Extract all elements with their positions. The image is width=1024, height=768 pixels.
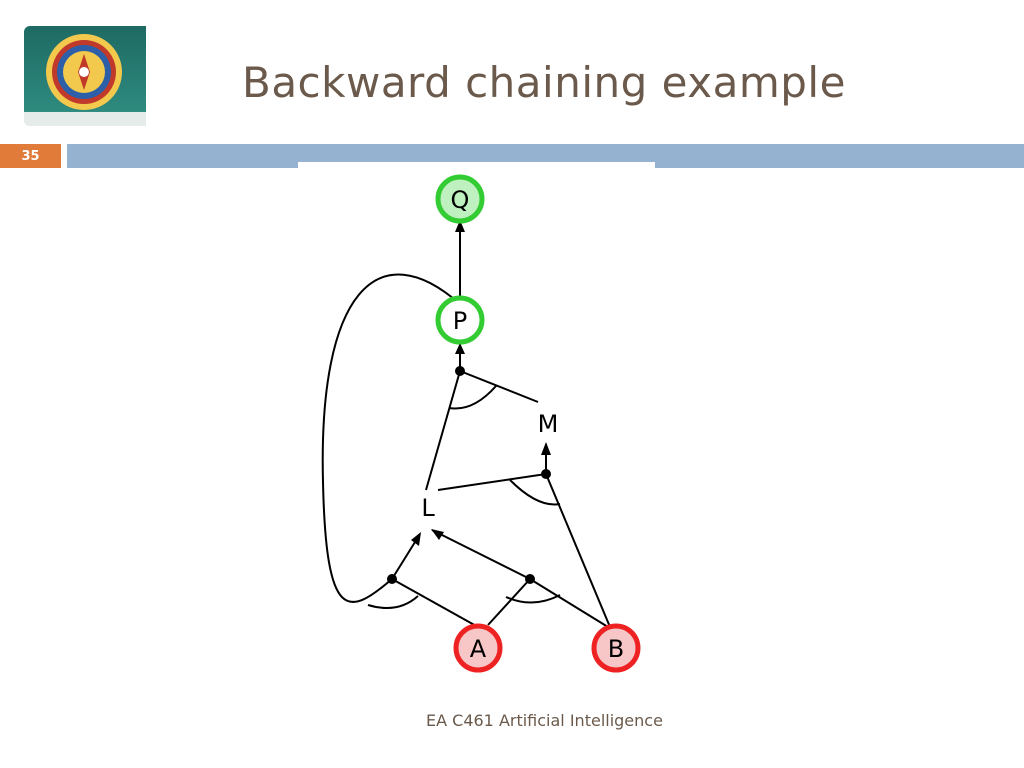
institute-logo: [24, 26, 146, 126]
node-l-label: L: [421, 494, 435, 522]
edge-a-to-and4: [487, 578, 531, 626]
edge-a-to-and3: [391, 578, 479, 628]
slide-title: Backward chaining example: [242, 58, 846, 107]
edge-m-to-and1: [459, 370, 539, 403]
node-a-label: A: [470, 635, 487, 663]
arrowhead-q: [455, 220, 465, 232]
slide-number-badge: 35: [0, 144, 61, 168]
and-junction-1: [455, 366, 465, 376]
and-junction-3: [387, 574, 397, 584]
node-p-label: P: [453, 307, 467, 335]
node-q-circle: [435, 174, 485, 224]
node-b-circle: [591, 623, 641, 673]
edge-and4-to-l: [431, 529, 531, 580]
node-m-label: M: [538, 410, 559, 438]
backward-chaining-diagram: Q P M L A B: [298, 162, 655, 682]
arrowhead-p: [455, 343, 465, 354]
and4-arc: [505, 594, 561, 604]
and3-arc: [367, 595, 419, 609]
edge-b-to-and4: [529, 578, 609, 628]
edge-l-to-and1: [425, 370, 461, 491]
and2-arc: [509, 479, 561, 506]
arrowhead-m: [541, 442, 551, 455]
and-junction-2: [541, 469, 551, 479]
and1-arc: [448, 385, 497, 410]
node-q-label: Q: [451, 186, 470, 214]
node-a-circle: [453, 623, 503, 673]
footer-course-name: EA C461 Artificial Intelligence: [426, 711, 663, 730]
arrowhead-l-from-and4: [431, 529, 444, 540]
and-junction-4: [525, 574, 535, 584]
edge-loop-p-to-and3: [321, 273, 461, 603]
edge-b-to-and2: [545, 473, 611, 628]
edge-l-to-and2: [437, 473, 547, 491]
node-b-label: B: [608, 635, 624, 663]
node-p-circle: [435, 295, 485, 345]
arrowhead-l-from-and3: [411, 532, 421, 546]
